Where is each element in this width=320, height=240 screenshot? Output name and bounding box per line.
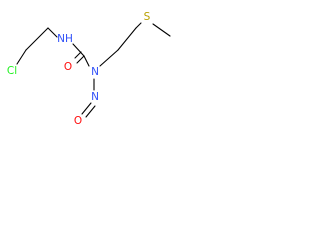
atom-sulfur-label: S	[144, 11, 151, 23]
structure-diagram: Cl NH O N N O S	[7, 11, 171, 127]
atom-nitroso-oxygen-label: O	[74, 115, 82, 127]
bond-carbonyl-o-a	[76, 55, 85, 64]
bond-c1-c2	[25, 27, 49, 51]
bond-cl-c1	[16, 49, 27, 65]
bond-nnitroso-o-b	[85, 105, 96, 118]
atom-labels: Cl NH O N N O S	[7, 11, 151, 127]
atom-carbonyl-oxygen-label: O	[64, 61, 72, 73]
atom-nh-label: NH	[57, 33, 73, 45]
bond-carbonyl-n	[83, 55, 90, 67]
bond-nh-carbonyl	[72, 43, 85, 57]
atom-urea-nitrogen-label: N	[91, 66, 99, 78]
bond-nnitroso-o-a	[81, 102, 92, 115]
bond-s-ch3	[152, 23, 171, 37]
bond-c3-c4	[117, 27, 137, 51]
bonds	[16, 22, 171, 118]
bond-c2-nh	[47, 27, 58, 38]
atom-chlorine-label: Cl	[7, 65, 17, 77]
atom-nitroso-nitrogen-label: N	[91, 91, 99, 103]
bond-n-c3	[99, 49, 119, 67]
bond-carbonyl-o-b	[74, 51, 82, 59]
bond-c4-s	[135, 22, 142, 29]
